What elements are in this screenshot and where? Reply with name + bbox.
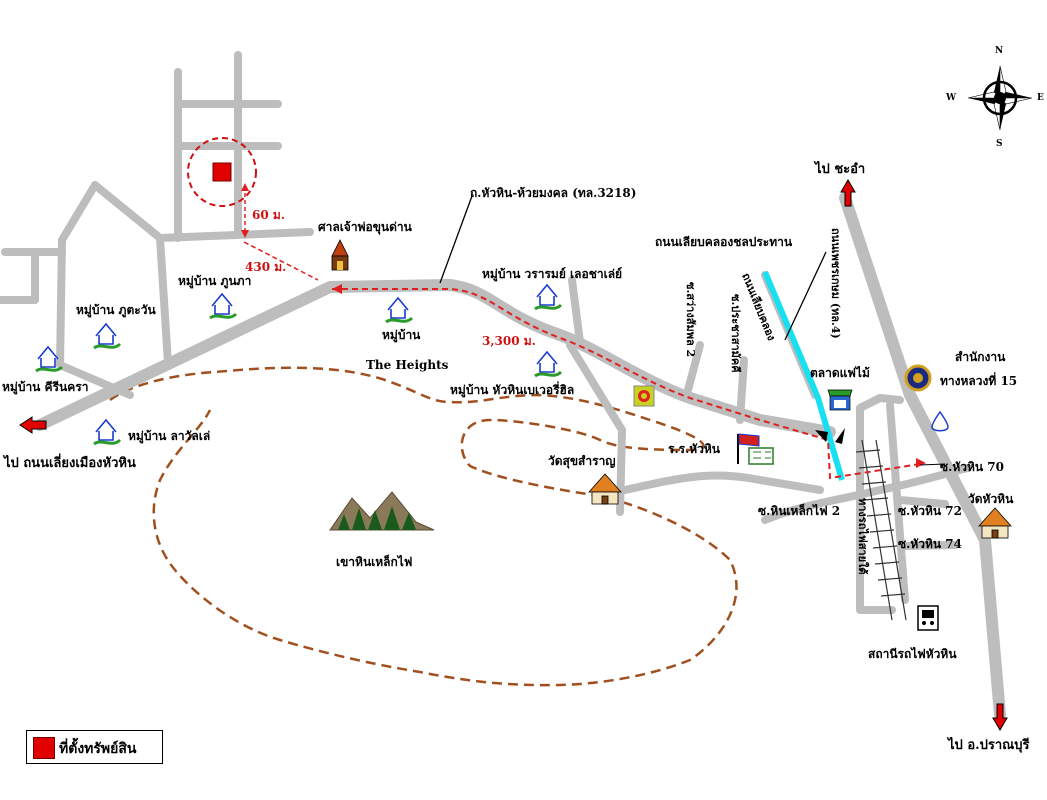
irrigation-canal xyxy=(762,270,845,481)
school-label: ร.ร.หัวหิน xyxy=(668,442,721,456)
route-arrow-head xyxy=(332,284,342,294)
train-station-icon xyxy=(917,605,939,631)
railway-label: ทางรถไฟสายใต้ xyxy=(856,498,869,575)
compass-rose xyxy=(967,65,1033,131)
highway-office-label-a: สำนักงาน xyxy=(955,350,1006,364)
village-waramoe-label: หมู่บ้าน วรารมย์ เลอชาเล่ย์ xyxy=(482,267,623,281)
distance-60: 60 ม. xyxy=(252,208,285,222)
village-lawanle-label: หมู่บ้าน ลาวัลเล่ xyxy=(128,429,211,443)
soi70-leader xyxy=(919,463,946,466)
compass-west: W xyxy=(946,93,957,103)
village-beverly-label: หมู่บ้าน หัวหินเบเวอรี่ฮิล xyxy=(450,383,575,397)
soi-huahin-74-label: ซ.หัวหิน 74 xyxy=(898,537,962,551)
village-bhubha-label: หมู่บ้าน ภูนภา xyxy=(178,274,252,288)
mountain-icon xyxy=(329,491,435,531)
soi-sawang-2-label: ซ.สว่างสัมพล 2 xyxy=(684,282,697,358)
legend-label: ที่ตั้งทรัพย์สิน xyxy=(59,741,137,757)
shrine-label: ศาลเจ้าพ่อขุนด่าน xyxy=(318,220,412,234)
compass-east: E xyxy=(1037,93,1044,103)
temple-icons xyxy=(588,473,1012,539)
school-icon xyxy=(737,433,774,465)
to-chaam-label: ไป ชะอำ xyxy=(815,162,866,177)
shrine-icon xyxy=(331,239,349,271)
station-label: สถานีรถไฟหัวหิน xyxy=(868,647,957,661)
market-label: ตลาดแฟไม้ xyxy=(810,366,870,380)
village-heights-label-b: The Heights xyxy=(366,358,449,372)
to-bypass-label: ไป ถนนเลี่ยงเมืองหัวหิน xyxy=(4,456,136,471)
route-to-property xyxy=(332,288,921,480)
property-circle xyxy=(187,137,257,207)
intersection-arrows xyxy=(815,428,845,444)
distance-3300: 3,300 ม. xyxy=(482,334,536,348)
canal-road-label: ถนนเลียบคลองชลประทาน xyxy=(655,235,793,249)
railway-line xyxy=(855,439,907,621)
village-heights-label-a: หมู่บ้าน xyxy=(382,328,421,342)
distance-430: 430 ม. xyxy=(245,260,287,274)
to-pranburi-label: ไป อ.ปราณบุรี xyxy=(948,738,1030,753)
mountain-boundary xyxy=(109,366,738,687)
label-leader-lines xyxy=(439,195,827,341)
compass-north: N xyxy=(995,46,1004,56)
soi-hinlekfai-2-label: ซ.หินเหล็กไฟ 2 xyxy=(758,504,841,518)
mountain-label: เขาหินเหล็กไฟ xyxy=(336,555,413,569)
compass-south: S xyxy=(996,139,1003,149)
highway-office-label-b: ทางหลวงที่ 15 xyxy=(940,374,1018,388)
gas-station-icon xyxy=(633,385,655,407)
legend-swatch xyxy=(33,737,55,759)
market-icon xyxy=(827,389,853,411)
wat-suksamran-label: วัดสุขสำราญ xyxy=(548,454,616,468)
road-network xyxy=(0,51,972,614)
direction-arrows xyxy=(19,179,1008,731)
village-phutawan-label: หมู่บ้าน ภูตะวัน xyxy=(76,303,156,317)
route-arrow-east xyxy=(916,458,926,468)
property-marker xyxy=(212,162,232,182)
main-road-label: ถ.หัวหิน-ห้วยมงคล (ทล.3218) xyxy=(470,186,637,200)
wat-huahin-label: วัดหัวหิน xyxy=(968,492,1014,506)
legend-box: ที่ตั้งทรัพย์สิน xyxy=(26,730,163,764)
soi-huahin-72-label: ซ.หัวหิน 72 xyxy=(898,504,962,518)
soi-prachasamakkhi-label: ซ.ประชาสามัคคี xyxy=(729,294,742,373)
phetkasem-road-label: ถนนเพชรเกษม (ทล.4) xyxy=(829,228,842,339)
highway-office-icon xyxy=(904,364,932,392)
village-icons xyxy=(35,283,563,446)
distance-430-arrow xyxy=(243,241,319,281)
water-drop-icon xyxy=(931,410,949,432)
soi-huahin-70-label: ซ.หัวหิน 70 xyxy=(940,460,1004,474)
village-kirinkra-label: หมู่บ้าน คีรีนครา xyxy=(2,380,89,394)
